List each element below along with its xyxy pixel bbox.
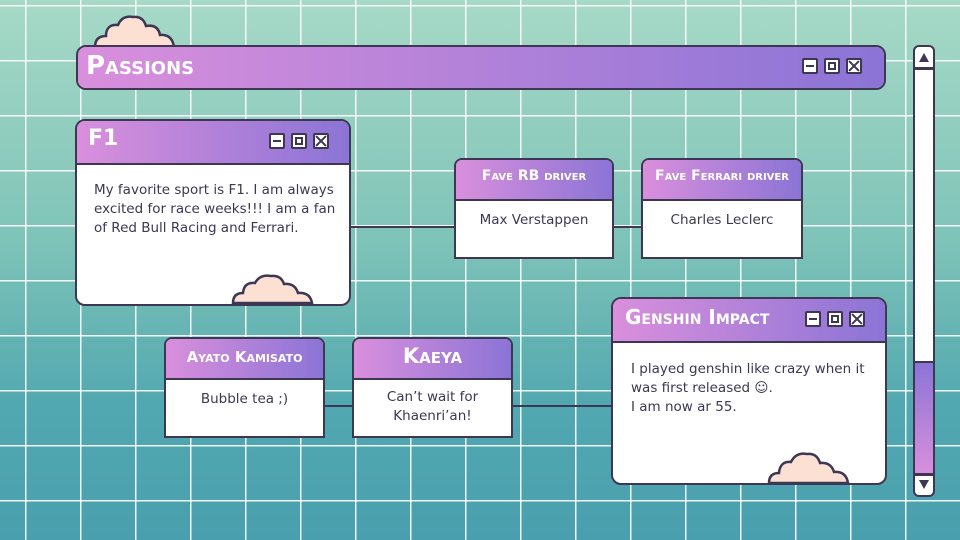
connector-rb-ferrari <box>612 226 644 228</box>
maximize-button[interactable] <box>827 311 843 327</box>
close-button[interactable] <box>846 58 862 74</box>
rb-driver-title-bar[interactable]: Fave RB driver <box>456 160 612 201</box>
kaeya-window: Kaeya Can’t wait for Khaenri’an! <box>352 337 513 438</box>
f1-window: F1 My favorite sport is F1. I am always … <box>75 119 351 306</box>
ayato-title-bar[interactable]: Ayato Kamisato <box>166 339 323 380</box>
maximize-button[interactable] <box>824 58 840 74</box>
f1-title-bar[interactable]: F1 <box>77 121 349 165</box>
kaeya-title: Kaeya <box>402 344 463 368</box>
minimize-button[interactable] <box>805 311 821 327</box>
cloud-decoration <box>231 274 314 304</box>
kaeya-title-bar[interactable]: Kaeya <box>354 339 511 380</box>
ferrari-driver-value: Charles Leclerc <box>670 212 774 228</box>
f1-title: F1 <box>88 126 119 151</box>
ferrari-driver-window: Fave Ferrari driver Charles Leclerc <box>641 158 803 259</box>
ayato-window: Ayato Kamisato Bubble tea ;) <box>164 337 325 438</box>
minimize-button[interactable] <box>269 133 285 149</box>
passions-title-bar[interactable]: Passions <box>78 47 884 88</box>
close-button[interactable] <box>849 311 865 327</box>
maximize-button[interactable] <box>291 133 307 149</box>
scroll-down-arrow-icon[interactable] <box>917 477 931 491</box>
cloud-decoration <box>767 452 850 484</box>
genshin-title: Genshin Impact <box>625 305 770 329</box>
f1-description: My favorite sport is F1. I am always exc… <box>94 182 336 236</box>
genshin-window: Genshin Impact I played genshin like cra… <box>611 297 887 485</box>
scroll-up-arrow-icon[interactable] <box>917 51 931 65</box>
ayato-title: Ayato Kamisato <box>186 348 303 366</box>
kaeya-value: Can’t wait for Khaenri’an! <box>386 389 479 424</box>
connector-f1-rb <box>348 226 456 228</box>
passions-title: Passions <box>86 51 195 81</box>
rb-driver-window: Fave RB driver Max Verstappen <box>454 158 614 259</box>
connector-ayato-kaeya <box>323 405 355 407</box>
scrollbar-thumb[interactable] <box>915 361 933 476</box>
genshin-description: I played genshin like crazy when it was … <box>631 361 865 415</box>
rb-driver-title: Fave RB driver <box>481 168 587 184</box>
ayato-value: Bubble tea ;) <box>200 391 289 407</box>
connector-kaeya-genshin <box>511 405 614 407</box>
genshin-title-bar[interactable]: Genshin Impact <box>613 299 885 343</box>
rb-driver-value: Max Verstappen <box>479 212 589 228</box>
cloud-decoration <box>93 15 176 48</box>
minimize-button[interactable] <box>802 58 818 74</box>
vertical-scrollbar[interactable] <box>913 45 935 497</box>
ferrari-driver-title-bar[interactable]: Fave Ferrari driver <box>643 160 801 201</box>
passions-window: Passions <box>76 45 886 90</box>
ferrari-driver-title: Fave Ferrari driver <box>655 168 789 184</box>
close-button[interactable] <box>313 133 329 149</box>
